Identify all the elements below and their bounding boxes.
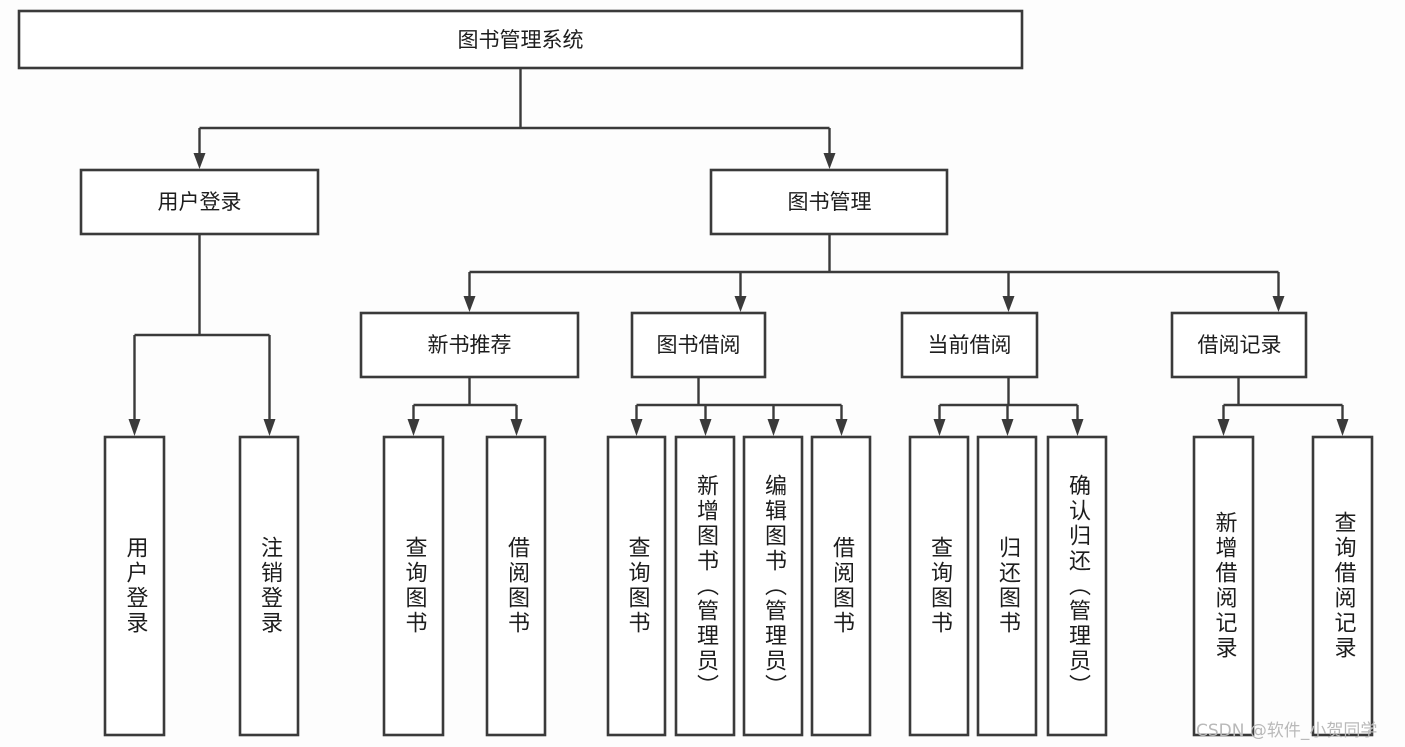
arrow-book-manage-to-current-borrow [1002, 296, 1015, 312]
arrow-root-to-book-manage [823, 153, 836, 169]
node-book-borrow-label: 图书借阅 [657, 333, 741, 357]
arrow-book-borrow-leaf-4 [835, 419, 848, 436]
arrow-book-borrow-leaf-2 [699, 419, 712, 436]
arrow-book-manage-to-book-borrow [734, 296, 747, 312]
arrow-borrow-record-leaf-2 [1336, 419, 1349, 436]
leaf-box-borrow-book-1[interactable] [485, 435, 547, 737]
arrow-new-book-rec-leaf-2 [510, 419, 523, 436]
node-current-borrow-label: 当前借阅 [928, 333, 1012, 357]
csdn-watermark: CSDN @软件_小贺同学 [1196, 721, 1378, 741]
leaf-box-borrow-book-2[interactable] [810, 435, 872, 737]
node-book-borrow[interactable]: 图书借阅 [630, 311, 767, 379]
node-borrow-record-box[interactable] [1170, 311, 1308, 379]
node-current-borrow-box[interactable] [900, 311, 1039, 379]
arrow-current-borrow-leaf-1 [933, 419, 946, 436]
node-user-login-box[interactable] [79, 168, 320, 236]
node-new-book-rec-box[interactable] [359, 311, 580, 379]
arrow-user-login-leaf-1 [128, 419, 141, 436]
arrow-root-to-user-login [193, 153, 206, 169]
arrow-book-borrow-leaf-1 [630, 419, 643, 436]
arrow-borrow-record-leaf-1 [1217, 419, 1230, 436]
node-current-borrow[interactable]: 当前借阅 [900, 311, 1039, 379]
leaf-box-query-book-2[interactable] [606, 435, 667, 737]
leaf-box-layer [103, 435, 1374, 737]
leaf-box-query-record[interactable] [1311, 435, 1374, 737]
node-book-manage[interactable]: 图书管理 [709, 168, 949, 236]
arrow-current-borrow-leaf-3 [1071, 419, 1084, 436]
leaf-box-query-book-3[interactable] [908, 435, 970, 737]
node-root-box[interactable] [17, 9, 1024, 70]
node-borrow-record[interactable]: 借阅记录 [1170, 311, 1308, 379]
arrow-user-login-leaf-2 [263, 419, 276, 436]
arrow-book-manage-to-new-book-rec [463, 296, 476, 312]
node-book-manage-label: 图书管理 [788, 190, 872, 214]
node-new-book-rec-label: 新书推荐 [428, 333, 512, 357]
node-root[interactable]: 图书管理系统 [17, 9, 1024, 70]
leaf-box-add-record[interactable] [1192, 435, 1255, 737]
leaf-box-confirm-return[interactable] [1046, 435, 1108, 737]
leaf-box-logout[interactable] [238, 435, 300, 737]
arrow-current-borrow-leaf-2 [1001, 419, 1014, 436]
leaf-box-user-login[interactable] [103, 435, 166, 737]
leaf-box-return-book[interactable] [976, 435, 1038, 737]
leaf-box-edit-book[interactable] [742, 435, 804, 737]
node-new-book-rec[interactable]: 新书推荐 [359, 311, 580, 379]
connector-layer [128, 68, 1349, 436]
arrow-book-borrow-leaf-3 [767, 419, 780, 436]
leaf-box-query-book-1[interactable] [382, 435, 445, 737]
node-book-manage-box[interactable] [709, 168, 949, 236]
arrow-book-manage-to-borrow-record [1272, 296, 1285, 312]
leaf-box-add-book[interactable] [674, 435, 736, 737]
node-root-label: 图书管理系统 [458, 28, 584, 52]
node-book-borrow-box[interactable] [630, 311, 767, 379]
node-user-login-label: 用户登录 [158, 190, 242, 214]
arrow-new-book-rec-leaf-1 [407, 419, 420, 436]
node-user-login[interactable]: 用户登录 [79, 168, 320, 236]
node-borrow-record-label: 借阅记录 [1198, 333, 1282, 357]
